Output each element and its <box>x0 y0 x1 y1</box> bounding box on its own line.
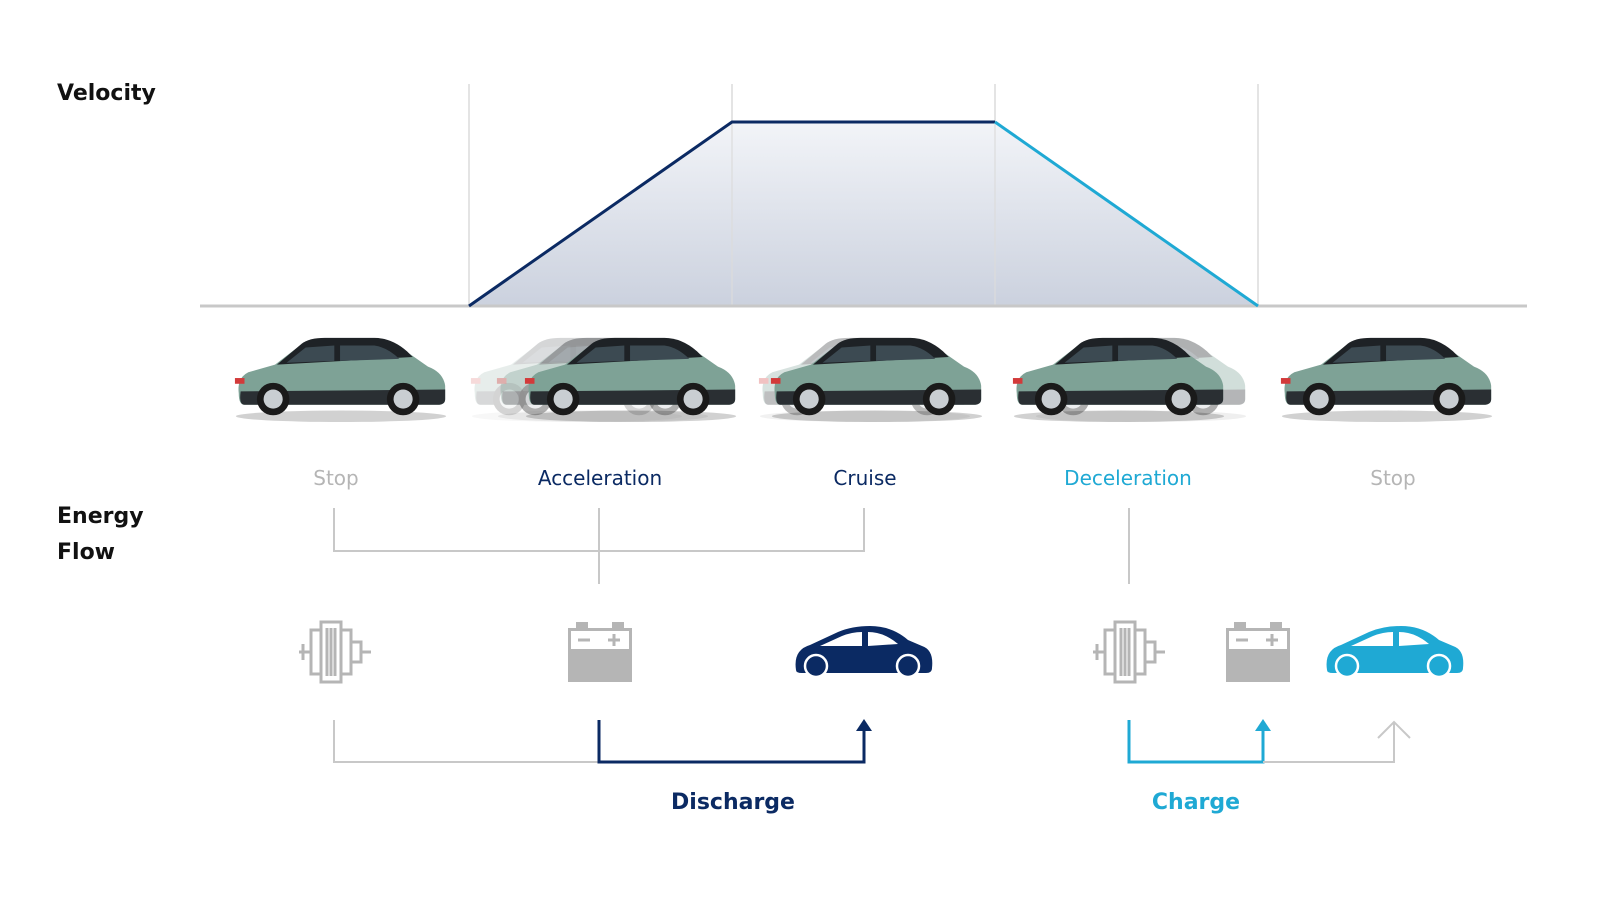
electric-motor-icon <box>297 620 373 684</box>
car-photo-acceleration <box>470 337 737 422</box>
car-photo-stop-end <box>1280 337 1493 422</box>
vehicle-icon <box>795 626 933 679</box>
phase-connector-lines <box>333 508 1130 584</box>
battery-icon <box>1226 622 1290 682</box>
discharge-flow-lines <box>333 719 872 764</box>
velocity-line-charge <box>994 120 1259 308</box>
charge-label: Charge <box>1151 790 1241 815</box>
velocity-chart <box>200 84 1527 308</box>
electric-motor-icon <box>1091 620 1167 684</box>
battery-icon <box>568 622 632 682</box>
vehicle-icon <box>1326 626 1464 679</box>
energy-flow-heading-line1: Energy <box>57 504 144 529</box>
phase-label-deceleration: Deceleration <box>1064 466 1192 490</box>
car-photo-cruise <box>758 337 983 422</box>
car-photo-stop-start <box>234 337 447 422</box>
car-photos <box>234 337 1493 422</box>
car-photo-deceleration <box>1012 337 1247 422</box>
phase-label-stop-end: Stop <box>1370 466 1416 490</box>
charge-flow-lines <box>1127 719 1411 764</box>
velocity-line-discharge <box>468 120 995 308</box>
velocity-heading: Velocity <box>57 81 156 106</box>
energy-flow-heading-line2: Flow <box>57 540 116 565</box>
phase-label-acceleration: Acceleration <box>537 466 663 490</box>
phase-label-cruise: Cruise <box>833 466 897 490</box>
discharge-label: Discharge <box>671 790 795 815</box>
phase-label-stop-start: Stop <box>313 466 359 490</box>
velocity-area <box>469 122 1258 306</box>
